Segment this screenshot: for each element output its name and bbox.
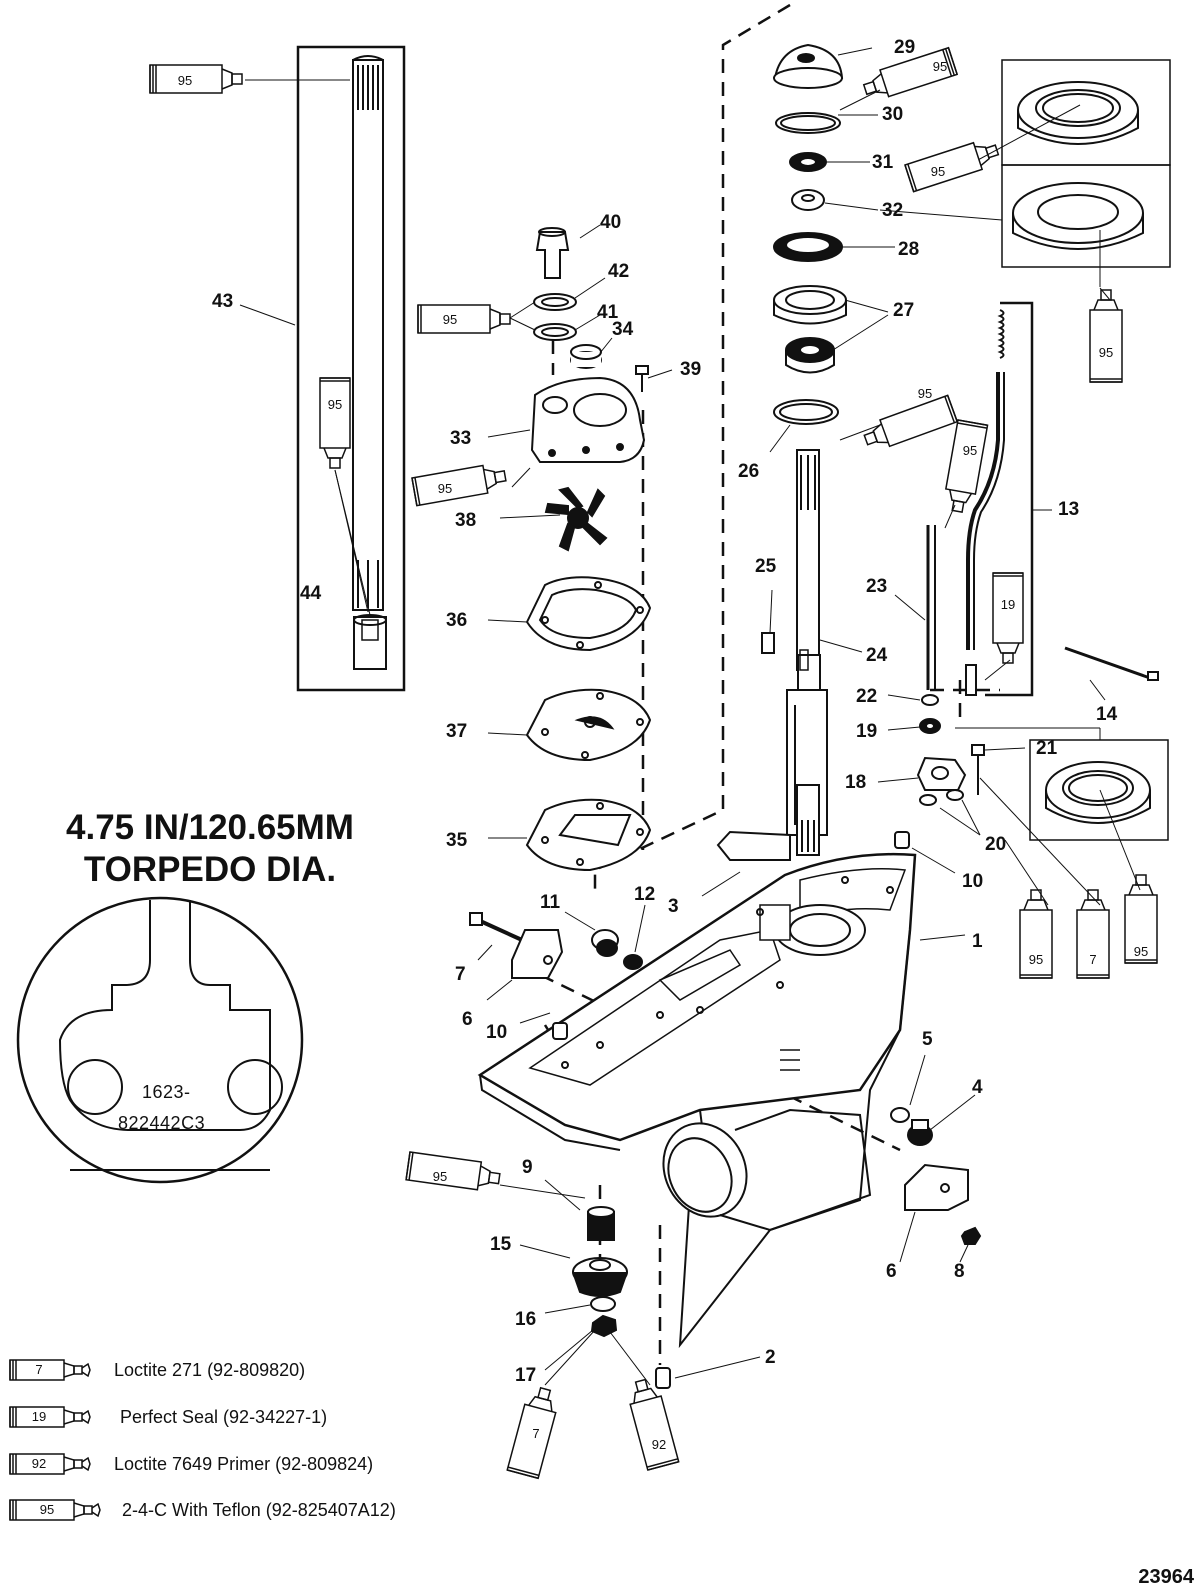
torpedo-cross-section bbox=[16, 896, 304, 1184]
part-label-13: 13 bbox=[1058, 499, 1080, 520]
part-label-6-left: 6 bbox=[462, 1009, 473, 1030]
part-label-12: 12 bbox=[634, 884, 656, 905]
legend-text: Loctite 7649 Primer (92-809824) bbox=[114, 1453, 374, 1474]
water-pump-assembly bbox=[525, 227, 652, 872]
tube-label: 95 bbox=[432, 1169, 448, 1184]
tube-label: 95 bbox=[437, 481, 453, 496]
part-label-16: 16 bbox=[515, 1309, 537, 1330]
part-label-26: 26 bbox=[738, 461, 760, 482]
spec-line-2: TORPEDO DIA. bbox=[83, 850, 337, 889]
part-label-37: 37 bbox=[446, 721, 468, 742]
legend-row-loctite-7649: 92 Loctite 7649 Primer (92-809824) bbox=[8, 1450, 373, 1478]
sealant-tube-icon: 92 bbox=[8, 1452, 100, 1476]
part-label-33: 33 bbox=[450, 428, 472, 449]
part-label-18: 18 bbox=[845, 772, 867, 793]
part-label-32: 32 bbox=[882, 200, 904, 221]
part-label-29: 29 bbox=[894, 37, 916, 58]
shift-assembly bbox=[916, 301, 1159, 806]
part-label-30: 30 bbox=[882, 104, 904, 125]
part-label-4: 4 bbox=[972, 1077, 983, 1098]
casting-number-line-1: 1623- bbox=[142, 1082, 191, 1102]
tube-label: 95 bbox=[932, 59, 948, 74]
legend-tube-number: 95 bbox=[39, 1502, 55, 1517]
leader-lines bbox=[239, 47, 1141, 1386]
part-label-20: 20 bbox=[985, 834, 1007, 855]
legend-tube-number: 7 bbox=[35, 1362, 43, 1377]
part-label-10-right: 10 bbox=[962, 871, 984, 892]
part-label-19: 19 bbox=[856, 721, 878, 742]
legend-tube-number: 19 bbox=[31, 1409, 47, 1424]
part-label-5: 5 bbox=[922, 1029, 933, 1050]
part-label-42: 42 bbox=[608, 261, 630, 282]
part-label-34: 34 bbox=[612, 319, 634, 340]
part-label-3: 3 bbox=[668, 896, 679, 917]
legend-text: 2-4-C With Teflon (92-825407A12) bbox=[122, 1499, 396, 1520]
legend-tube-number: 92 bbox=[31, 1456, 47, 1471]
part-label-22: 22 bbox=[856, 686, 878, 707]
tube-label: 92 bbox=[651, 1437, 667, 1452]
tube-label: 95 bbox=[327, 397, 343, 412]
casting-number-line-2: 822442C3 bbox=[118, 1113, 206, 1133]
part-label-39: 39 bbox=[680, 359, 702, 380]
legend-text: Loctite 271 (92-809820) bbox=[114, 1359, 306, 1380]
sealant-tubes bbox=[149, 46, 1158, 1480]
part-label-8: 8 bbox=[954, 1261, 965, 1282]
sealant-tube-icon: 19 bbox=[8, 1405, 100, 1429]
driveshaft-assembly bbox=[761, 43, 847, 856]
part-label-38: 38 bbox=[455, 510, 477, 531]
part-label-40: 40 bbox=[600, 212, 622, 233]
part-label-17: 17 bbox=[515, 1365, 537, 1386]
part-label-21: 21 bbox=[1036, 738, 1058, 759]
part-label-23: 23 bbox=[866, 576, 888, 597]
part-label-43: 43 bbox=[212, 291, 234, 312]
part-label-11: 11 bbox=[540, 892, 561, 913]
part-label-36: 36 bbox=[446, 610, 468, 631]
tube-label: 95 bbox=[1028, 952, 1044, 967]
tube-label: 7 bbox=[532, 1426, 540, 1441]
part-label-15: 15 bbox=[490, 1234, 512, 1255]
part-label-1: 1 bbox=[972, 931, 983, 952]
tube-label: 95 bbox=[917, 386, 933, 401]
legend-row-loctite-271: 7 Loctite 271 (92-809820) bbox=[8, 1356, 305, 1384]
bearing-detail-views bbox=[879, 59, 1171, 841]
part-label-44: 44 bbox=[300, 583, 322, 604]
part-label-25: 25 bbox=[755, 556, 777, 577]
tube-label: 95 bbox=[1133, 944, 1149, 959]
figure-number: 23964 bbox=[1138, 1566, 1194, 1588]
part-label-31: 31 bbox=[872, 152, 894, 173]
torpedo-diameter-spec: 4.75 IN/120.65MM TORPEDO DIA. bbox=[20, 807, 400, 891]
part-label-6-right: 6 bbox=[886, 1261, 897, 1282]
tube-label: 95 bbox=[1098, 345, 1114, 360]
tube-label: 95 bbox=[177, 73, 193, 88]
tube-label: 19 bbox=[1000, 597, 1016, 612]
part-label-28: 28 bbox=[898, 239, 920, 260]
part-label-27: 27 bbox=[893, 300, 915, 321]
part-label-10-left: 10 bbox=[486, 1022, 508, 1043]
part-label-24: 24 bbox=[866, 645, 888, 666]
sealant-tube-icon: 7 bbox=[8, 1358, 100, 1382]
spec-line-1: 4.75 IN/120.65MM bbox=[66, 808, 354, 847]
tube-label: 95 bbox=[442, 312, 458, 327]
tube-label: 95 bbox=[930, 164, 946, 179]
part-label-41: 41 bbox=[597, 302, 619, 323]
legend-row-perfect-seal: 19 Perfect Seal (92-34227-1) bbox=[8, 1403, 327, 1431]
legend-text: Perfect Seal (92-34227-1) bbox=[120, 1406, 328, 1427]
legend-row-2-4-c: 95 2-4-C With Teflon (92-825407A12) bbox=[8, 1496, 396, 1524]
part-label-2: 2 bbox=[765, 1347, 776, 1368]
sealant-tube-icon: 95 bbox=[8, 1498, 101, 1522]
part-label-14: 14 bbox=[1096, 704, 1118, 725]
gearcase-housing bbox=[477, 852, 917, 1349]
part-label-35: 35 bbox=[446, 830, 468, 851]
part-label-7: 7 bbox=[455, 964, 466, 985]
tube-label: 7 bbox=[1089, 952, 1097, 967]
part-label-9: 9 bbox=[522, 1157, 533, 1178]
tube-label: 95 bbox=[962, 443, 978, 458]
